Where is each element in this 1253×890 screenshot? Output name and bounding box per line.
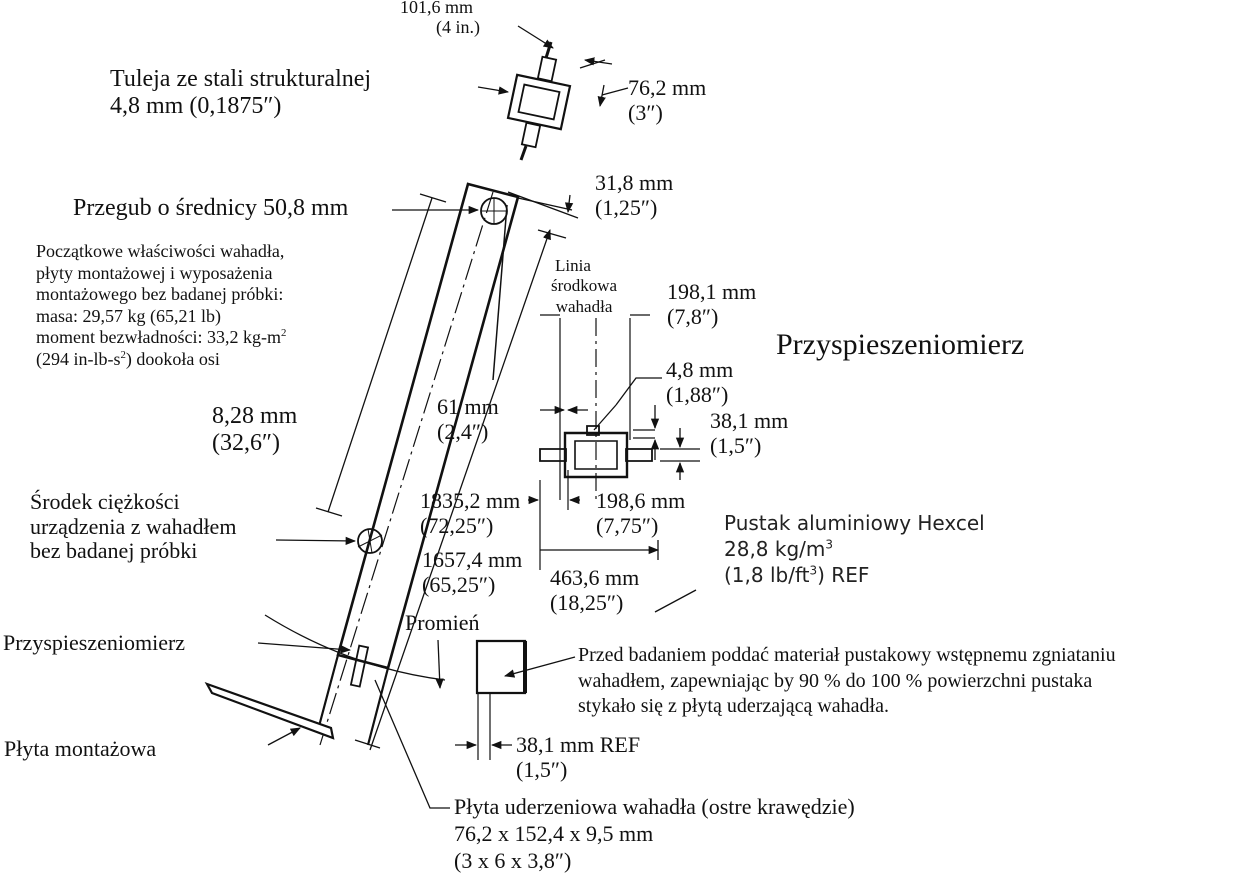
arm-dimensions	[258, 192, 578, 808]
block-dim-label: 198,6 mm (7,75″)	[596, 488, 686, 538]
steel-sleeve	[478, 26, 628, 160]
mounting-plate	[204, 681, 335, 740]
accelerometer-width-label: 38,1 mm (1,5″)	[710, 408, 789, 458]
pivot-label: Przegub o średnicy 50,8 mm	[73, 195, 349, 221]
center-of-gravity-mark	[358, 529, 382, 553]
sleeve-title-label: Tuleja ze stali strukturalnej 4,8 mm (0,…	[110, 66, 372, 119]
arm-accelerometer-label: Przyspieszeniomierz	[3, 630, 186, 655]
radius-label: Promień	[405, 610, 480, 635]
accelerometer-offset-label: 198,1 mm (7,8″)	[667, 279, 757, 329]
pivot-joint	[481, 198, 507, 380]
honeycomb-block	[455, 590, 696, 760]
accelerometer-title: Przyspieszeniomierz	[776, 328, 1025, 361]
mounting-plate-label: Płyta montażowa	[4, 736, 157, 761]
arm-accelerometer	[351, 646, 368, 687]
length-463-label: 463,6 mm (18,25″)	[550, 565, 640, 615]
pendulum-arm	[318, 182, 520, 745]
pendulum-properties-label: Początkowe właściwości wahadła, płyty mo…	[36, 241, 287, 369]
length-1835-label: 1835,2 mm (72,25″)	[420, 488, 521, 538]
honeycomb-label: Pustak aluminiowy Hexcel 28,8 kg/m3 (1,8…	[724, 511, 985, 587]
length-1657-label: 1657,4 mm (65,25″)	[422, 547, 523, 597]
centerline-label: Linia środkowa wahadła	[551, 256, 618, 316]
crush-note: Przed badaniem poddać materiał pustakowy…	[578, 644, 1116, 718]
arm-width-label: 61 mm (2,4″)	[437, 394, 499, 444]
sleeve-dim-label: 101,6 mm (4 in.)	[400, 0, 480, 38]
honeycomb-width-label: 38,1 mm REF (1,5″)	[516, 732, 641, 782]
sleeve-side-label: 76,2 mm (3″)	[628, 75, 707, 125]
accelerometer-detail	[528, 315, 700, 570]
cg-distance-label: 8,28 mm (32,6″)	[212, 403, 298, 456]
accelerometer-thickness-label: 4,8 mm (1,88″)	[666, 357, 734, 407]
pivot-offset-label: 31,8 mm (1,25″)	[595, 170, 674, 220]
impact-plate-label: Płyta uderzeniowa wahadła (ostre krawędz…	[454, 794, 855, 873]
cg-label: Środek ciężkości urządzenia z wahadłem b…	[30, 489, 237, 564]
